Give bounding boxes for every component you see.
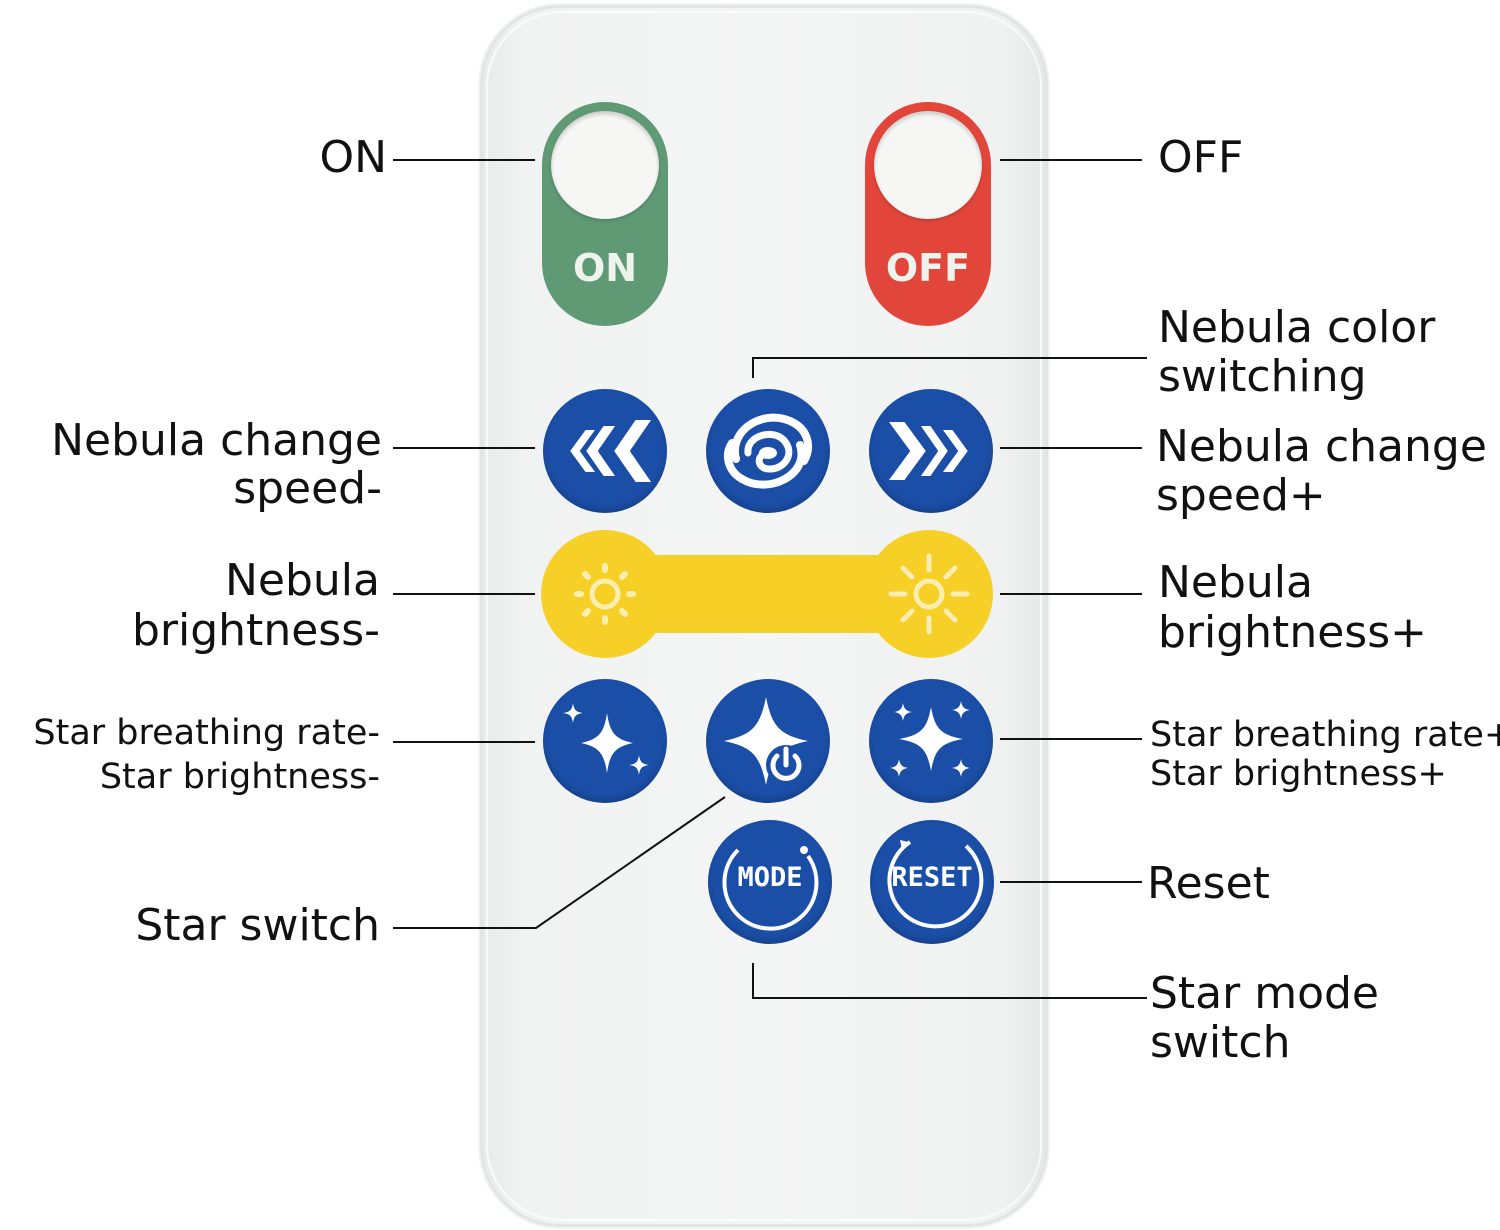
label-on: ON <box>319 132 387 183</box>
label-bright-plus-2: brightness+ <box>1158 607 1427 658</box>
label-star-switch: Star switch <box>135 900 380 951</box>
star-power-icon <box>724 697 808 785</box>
label-speed-plus-1: Nebula change <box>1156 421 1487 472</box>
label-speed-plus-2: speed+ <box>1156 470 1326 521</box>
on-button-knob <box>551 111 659 219</box>
label-bright-minus-2: brightness- <box>132 605 380 656</box>
label-reset: Reset <box>1147 858 1270 909</box>
label-star-mode-2: switch <box>1150 1017 1291 1068</box>
line-nebula-color <box>752 357 1147 378</box>
mode-button[interactable]: MODE <box>708 820 832 944</box>
sparkle-stars-icon <box>563 703 649 775</box>
label-star-minus-1: Star breathing rate- <box>33 713 380 753</box>
triple-chevron-right-icon <box>885 420 971 482</box>
label-bright-plus-1: Nebula <box>1158 557 1313 608</box>
on-button-label: ON <box>572 246 638 290</box>
star-switch-button[interactable] <box>706 679 830 803</box>
mode-button-label: MODE <box>737 862 803 893</box>
label-nebula-color-2: switching <box>1158 351 1367 402</box>
nebula-swirl-icon <box>723 413 813 489</box>
label-star-minus-2: Star brightness- <box>99 757 380 797</box>
label-nebula-color-1: Nebula color <box>1158 302 1436 353</box>
reset-ring-icon <box>887 840 984 929</box>
label-star-mode-1: Star mode <box>1150 968 1380 1019</box>
label-speed-minus-1: Nebula change <box>51 415 382 466</box>
label-star-plus-2: Star brightness+ <box>1150 754 1447 794</box>
reset-button-label: RESET <box>891 862 973 893</box>
off-button-label: OFF <box>885 246 971 290</box>
nebula-color-button[interactable] <box>706 389 830 513</box>
label-star-plus-1: Star breathing rate+ <box>1150 715 1500 755</box>
brightness-down-button[interactable] <box>541 530 669 658</box>
four-star-icon <box>890 701 970 777</box>
label-speed-minus-2: speed- <box>233 463 382 514</box>
on-button[interactable]: ON <box>542 102 668 326</box>
speed-down-button[interactable] <box>543 389 667 513</box>
speed-up-button[interactable] <box>869 389 993 513</box>
off-button-knob <box>874 111 982 219</box>
sun-large-icon <box>888 553 970 635</box>
reset-button[interactable]: RESET <box>870 820 994 944</box>
triple-chevron-left-icon <box>567 418 655 484</box>
star-down-button[interactable] <box>543 679 667 803</box>
line-star-switch <box>393 796 726 929</box>
off-button[interactable]: OFF <box>865 102 991 326</box>
remote-edge-highlight <box>486 11 1042 1221</box>
label-off: OFF <box>1158 132 1244 183</box>
mode-ring-icon <box>722 846 819 931</box>
star-up-button[interactable] <box>869 679 993 803</box>
label-bright-minus-1: Nebula <box>225 555 380 606</box>
sun-small-icon <box>574 563 636 625</box>
brightness-up-button[interactable] <box>865 530 993 658</box>
line-star-mode <box>752 963 1147 999</box>
